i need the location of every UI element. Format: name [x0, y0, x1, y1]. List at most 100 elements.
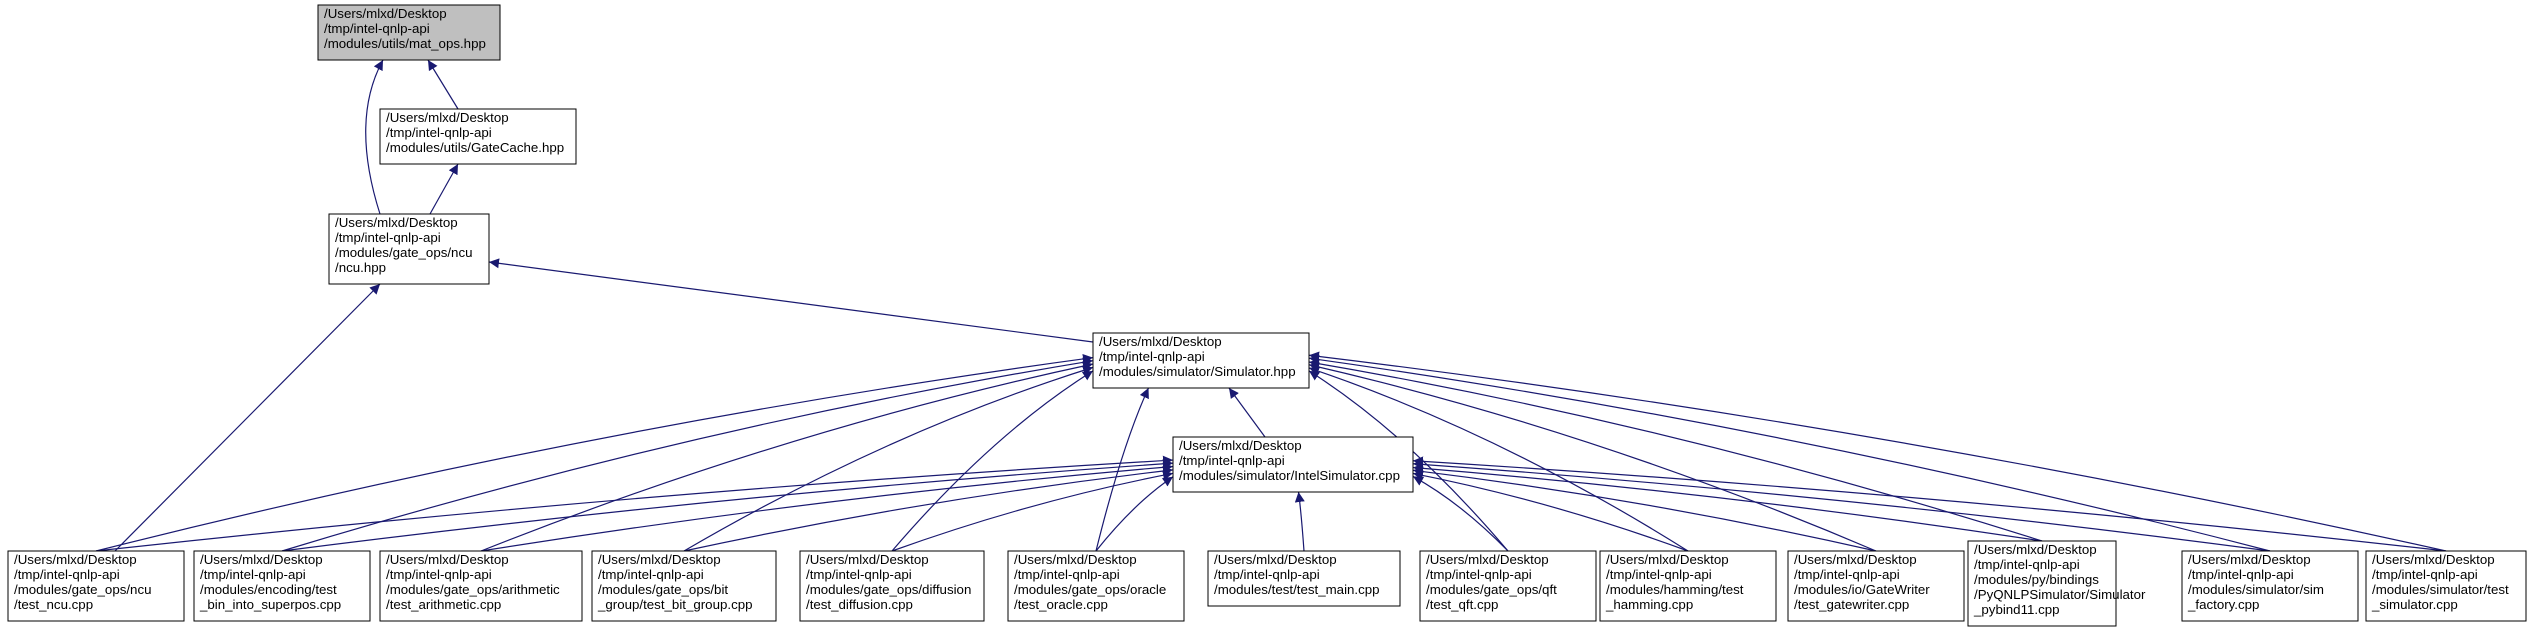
edge-test_oracle-to-simulator_hpp	[1095, 387, 1150, 552]
edge-test_arithmetic-to-simulator_hpp	[480, 361, 1094, 552]
node-label-line: /Users/mlxd/Desktop	[1794, 552, 1917, 567]
edge-test_ncu-to-ncu_hpp	[114, 283, 381, 552]
graph-node-simulator_hpp[interactable]: /Users/mlxd/Desktop/tmp/intel-qnlp-api/m…	[1092, 332, 1310, 389]
node-label-line: /Users/mlxd/Desktop	[200, 552, 323, 567]
node-box	[379, 550, 583, 622]
graph-node-test_main[interactable]: /Users/mlxd/Desktop/tmp/intel-qnlp-api/m…	[1207, 550, 1401, 607]
edge-test_sim_factory-to-simulator_hpp	[1308, 354, 2271, 552]
node-label-line: /Users/mlxd/Desktop	[1179, 438, 1302, 453]
edge-test_ncu-to-simulator_hpp	[95, 353, 1094, 552]
node-label-line: /modules/gate_ops/ncu	[14, 582, 152, 597]
node-box	[1172, 436, 1414, 493]
graph-node-intelsim_cpp[interactable]: /Users/mlxd/Desktop/tmp/intel-qnlp-api/m…	[1172, 436, 1414, 493]
node-label-line: /modules/gate_ops/bit	[598, 582, 728, 597]
node-label-line: /modules/gate_ops/oracle	[1014, 582, 1166, 597]
node-label-line: /tmp/intel-qnlp-api	[2372, 567, 2478, 582]
node-label-line: /test_oracle.cpp	[1014, 597, 1108, 612]
node-label-line: /Users/mlxd/Desktop	[1426, 552, 1549, 567]
node-label-line: _factory.cpp	[2187, 597, 2259, 612]
node-label-line: /modules/utils/GateCache.hpp	[386, 140, 564, 155]
node-label-line: /Users/mlxd/Desktop	[386, 552, 509, 567]
edge-test_bin_into_superpos-to-intelsim_cpp	[281, 458, 1174, 552]
node-label-line: /tmp/intel-qnlp-api	[386, 125, 492, 140]
node-label-line: /modules/simulator/sim	[2188, 582, 2324, 597]
graph-node-test_diffusion[interactable]: /Users/mlxd/Desktop/tmp/intel-qnlp-api/m…	[799, 550, 985, 622]
graph-node-test_simulator[interactable]: /Users/mlxd/Desktop/tmp/intel-qnlp-api/m…	[2365, 550, 2527, 622]
node-box	[1007, 550, 1185, 622]
graph-node-test_gatewriter[interactable]: /Users/mlxd/Desktop/tmp/intel-qnlp-api/m…	[1787, 550, 1965, 622]
node-label-line: /modules/gate_ops/arithmetic	[386, 582, 560, 597]
node-label-line: /test_diffusion.cpp	[806, 597, 913, 612]
node-label-line: /Users/mlxd/Desktop	[386, 110, 509, 125]
node-label-line: /modules/io/GateWriter	[1794, 582, 1930, 597]
edge-test_diffusion-to-intelsim_cpp	[891, 470, 1174, 552]
node-label-line: /modules/gate_ops/diffusion	[806, 582, 971, 597]
edge-simulator_hpp-to-ncu_hpp	[488, 258, 1094, 343]
node-box	[1207, 550, 1401, 607]
edge-test_simulator-to-intelsim_cpp	[1412, 456, 2447, 552]
node-label-line: /Users/mlxd/Desktop	[1606, 552, 1729, 567]
node-box	[328, 213, 490, 285]
node-label-line: /tmp/intel-qnlp-api	[1214, 567, 1320, 582]
node-label-line: /tmp/intel-qnlp-api	[1179, 453, 1285, 468]
graph-node-test_ncu[interactable]: /Users/mlxd/Desktop/tmp/intel-qnlp-api/m…	[7, 550, 185, 622]
node-label-line: /Users/mlxd/Desktop	[598, 552, 721, 567]
node-label-line: _simulator.cpp	[2371, 597, 2458, 612]
edge-test_oracle-to-intelsim_cpp	[1095, 476, 1174, 552]
edge-test_bin_into_superpos-to-simulator_hpp	[281, 357, 1094, 552]
graph-node-test_bin_into_superpos[interactable]: /Users/mlxd/Desktop/tmp/intel-qnlp-api/m…	[193, 550, 371, 622]
edge-test_bit_group-to-intelsim_cpp	[683, 466, 1174, 552]
graph-node-test_oracle[interactable]: /Users/mlxd/Desktop/tmp/intel-qnlp-api/m…	[1007, 550, 1185, 622]
node-label-line: /modules/utils/mat_ops.hpp	[324, 36, 486, 51]
node-label-line: /tmp/intel-qnlp-api	[386, 567, 492, 582]
graph-node-mat_ops[interactable]: /Users/mlxd/Desktop/tmp/intel-qnlp-api/m…	[317, 4, 501, 61]
graph-node-test_bit_group[interactable]: /Users/mlxd/Desktop/tmp/intel-qnlp-api/m…	[591, 550, 777, 622]
edge-test_gatewriter-to-simulator_hpp	[1308, 362, 1877, 552]
node-label-line: /ncu.hpp	[335, 260, 386, 275]
edge-test_hamming-to-simulator_hpp	[1308, 366, 1689, 552]
node-label-line: /PyQNLPSimulator/Simulator	[1974, 587, 2146, 602]
graph-node-gatecache[interactable]: /Users/mlxd/Desktop/tmp/intel-qnlp-api/m…	[379, 108, 577, 165]
node-label-line: /tmp/intel-qnlp-api	[324, 21, 430, 36]
edge-gatecache-to-mat_ops	[427, 59, 459, 110]
node-label-line: _group/test_bit_group.cpp	[597, 597, 753, 612]
node-label-line: /tmp/intel-qnlp-api	[1014, 567, 1120, 582]
node-label-line: /test_ncu.cpp	[14, 597, 93, 612]
node-label-line: /modules/py/bindings	[1974, 572, 2099, 587]
node-box	[1967, 540, 2117, 627]
graph-node-test_qft[interactable]: /Users/mlxd/Desktop/tmp/intel-qnlp-api/m…	[1419, 550, 1597, 622]
node-label-line: /modules/simulator/test	[2372, 582, 2509, 597]
edge-test_hamming-to-intelsim_cpp	[1412, 470, 1689, 552]
node-box	[379, 108, 577, 165]
node-label-line: /tmp/intel-qnlp-api	[806, 567, 912, 582]
edge-pybind-to-intelsim_cpp	[1412, 463, 2043, 542]
node-label-line: /Users/mlxd/Desktop	[2188, 552, 2311, 567]
edge-test_diffusion-to-simulator_hpp	[891, 370, 1094, 552]
node-box	[799, 550, 985, 622]
node-box	[1092, 332, 1310, 389]
graph-node-pybind[interactable]: /Users/mlxd/Desktop/tmp/intel-qnlp-api/m…	[1967, 540, 2146, 627]
node-box	[2181, 550, 2359, 622]
node-label-line: /modules/hamming/test	[1606, 582, 1744, 597]
edge-pybind-to-simulator_hpp	[1308, 358, 2043, 542]
node-label-line: _bin_into_superpos.cpp	[199, 597, 341, 612]
graph-node-ncu_hpp[interactable]: /Users/mlxd/Desktop/tmp/intel-qnlp-api/m…	[328, 213, 490, 285]
node-label-line: /Users/mlxd/Desktop	[1099, 334, 1222, 349]
node-label-line: /Users/mlxd/Desktop	[1014, 552, 1137, 567]
graph-node-test_hamming[interactable]: /Users/mlxd/Desktop/tmp/intel-qnlp-api/m…	[1599, 550, 1777, 622]
node-label-line: /test_qft.cpp	[1426, 597, 1498, 612]
node-box	[1419, 550, 1597, 622]
node-label-line: /tmp/intel-qnlp-api	[335, 230, 441, 245]
node-label-line: /modules/encoding/test	[200, 582, 337, 597]
node-label-line: /tmp/intel-qnlp-api	[200, 567, 306, 582]
graph-node-test_sim_factory[interactable]: /Users/mlxd/Desktop/tmp/intel-qnlp-api/m…	[2181, 550, 2359, 622]
node-label-line: _hamming.cpp	[1605, 597, 1693, 612]
edge-test_gatewriter-to-intelsim_cpp	[1412, 466, 1877, 552]
graph-node-test_arithmetic[interactable]: /Users/mlxd/Desktop/tmp/intel-qnlp-api/m…	[379, 550, 583, 622]
node-label-line: /modules/test/test_main.cpp	[1214, 582, 1380, 597]
node-label-line: /modules/gate_ops/ncu	[335, 245, 473, 260]
node-label-line: /tmp/intel-qnlp-api	[1426, 567, 1532, 582]
edge-intelsim_cpp-to-simulator_hpp	[1228, 387, 1266, 438]
node-label-line: /Users/mlxd/Desktop	[335, 215, 458, 230]
